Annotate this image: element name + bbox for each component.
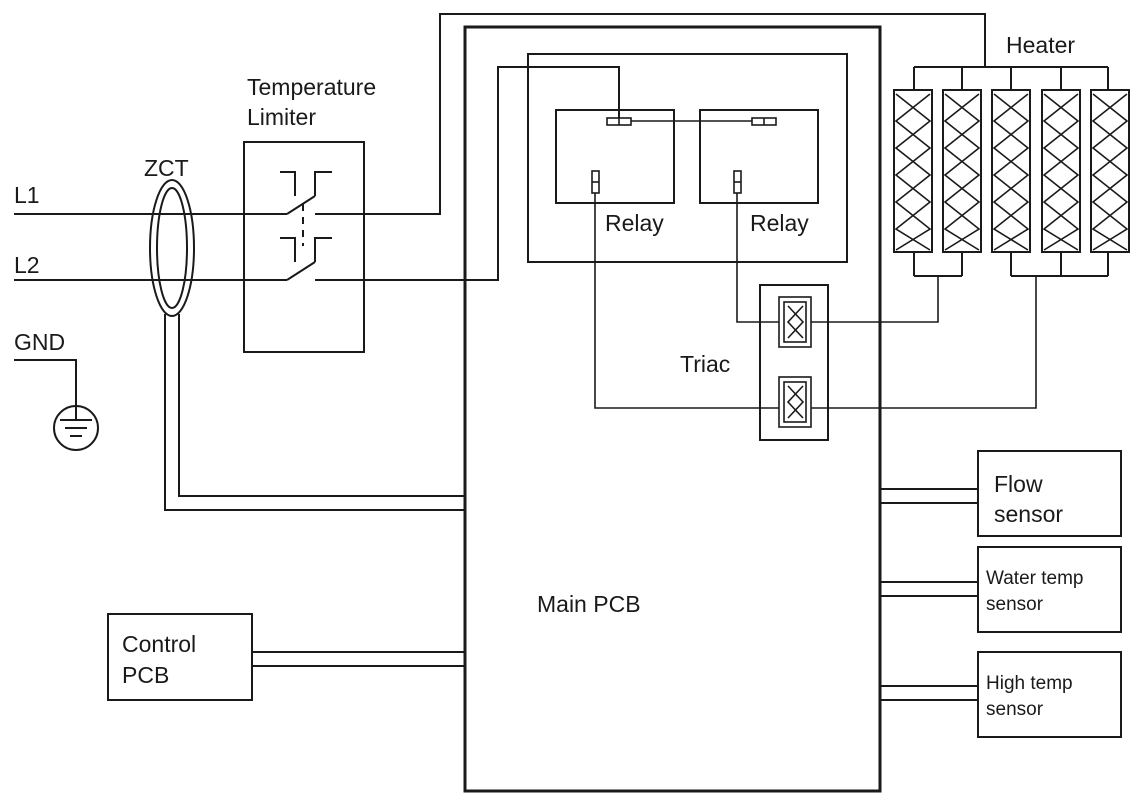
control-pcb-label-line1: Control (122, 631, 196, 657)
relay-contacts (591, 117, 777, 194)
relay-right-to-triac-wire (736, 193, 779, 323)
heater-label: Heater (1006, 32, 1075, 58)
water-temp-sensor-label-line1: Water temp (986, 568, 1084, 589)
triac-lower-to-heater-wire (811, 276, 1037, 409)
gnd-label: GND (14, 329, 65, 355)
gnd-wire (14, 359, 77, 406)
temp-limiter-label-line1: Temperature (247, 74, 376, 100)
zct-signal-wire-2 (178, 314, 465, 497)
flow-sensor-label-line1: Flow (994, 471, 1043, 497)
l2-label: L2 (14, 252, 40, 278)
triac-label: Triac (680, 351, 730, 377)
relay-left-box (555, 109, 675, 204)
ground-icon (53, 405, 99, 451)
flow-sensor-box (977, 450, 1122, 537)
triac-lower-icon (778, 376, 812, 428)
relay-left-to-triac-wire (594, 193, 779, 409)
l2-wire-out (315, 66, 620, 281)
temp-limiter-switches (280, 171, 332, 281)
control-pcb-label-line2: PCB (122, 662, 169, 688)
water-temp-sensor-box (977, 546, 1122, 633)
l1-wire-out (315, 13, 986, 215)
high-temp-sensor-label-line1: High temp (986, 673, 1073, 694)
triac-upper-to-heater-wire (811, 276, 939, 323)
l1-label: L1 (14, 182, 40, 208)
temp-limiter-label-line2: Limiter (247, 104, 316, 130)
relay-left-label: Relay (605, 210, 664, 236)
zct-signal-wire (164, 314, 465, 511)
high-temp-sensor-box (977, 651, 1122, 738)
control-pcb-box (107, 613, 253, 701)
temp-limiter-box (243, 141, 365, 353)
relay-right-label: Relay (750, 210, 809, 236)
heater-elements (893, 66, 1130, 277)
flow-sensor-label-line2: sensor (994, 501, 1063, 527)
relay-right-box (699, 109, 819, 204)
zct-ring (149, 179, 195, 317)
main-pcb-label: Main PCB (537, 591, 641, 617)
high-temp-sensor-label-line2: sensor (986, 699, 1044, 720)
water-temp-sensor-label-line2: sensor (986, 594, 1044, 615)
triac-box (759, 284, 829, 441)
zct-label: ZCT (144, 155, 189, 181)
